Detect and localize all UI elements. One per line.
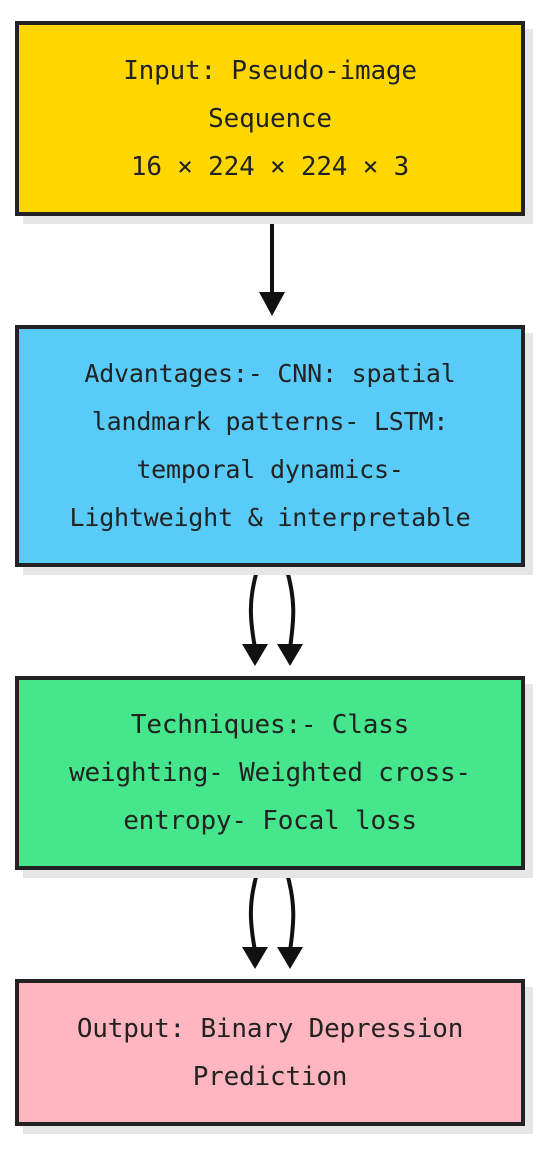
techniques-node-line: weighting- Weighted cross- <box>69 758 471 788</box>
techniques-node: Techniques:- Class weighting- Weighted c… <box>15 676 525 870</box>
edge-techniques-to-output-left <box>248 869 260 952</box>
input-node-line: Input: Pseudo-image <box>123 55 417 86</box>
advantages-node-text: Advantages:- CNN: spatial landmark patte… <box>19 350 521 542</box>
advantages-node-line: temporal dynamics- <box>136 455 404 484</box>
output-node-text: Output: Binary Depression Prediction <box>19 1005 521 1101</box>
edge-advantages-to-techniques-left <box>248 566 260 649</box>
arrowhead-techniques-to-output-right <box>277 947 303 969</box>
arrowhead-advantages-to-techniques-left <box>242 644 268 666</box>
advantages-node: Advantages:- CNN: spatial landmark patte… <box>15 325 525 567</box>
arrowhead-techniques-to-output-left <box>242 947 268 969</box>
advantages-node-line: landmark patterns- LSTM: <box>91 407 449 436</box>
techniques-node-line: Techniques:- Class <box>130 710 410 740</box>
arrowhead-advantages-to-techniques-right <box>277 644 303 666</box>
output-node-line: Prediction <box>192 1061 348 1092</box>
input-node-line: Sequence <box>208 103 332 134</box>
advantages-node-line: Advantages:- CNN: spatial <box>84 359 456 388</box>
output-node: Output: Binary Depression Prediction <box>15 979 525 1126</box>
techniques-node-text: Techniques:- Class weighting- Weighted c… <box>19 701 521 845</box>
advantages-node-line: Lightweight & interpretable <box>69 503 471 532</box>
arrowhead-input-to-advantages <box>259 292 285 316</box>
input-node-line: 16 × 224 × 224 × 3 <box>130 151 410 182</box>
output-node-line: Output: Binary Depression <box>76 1013 464 1044</box>
edge-advantages-to-techniques-right <box>284 566 296 649</box>
techniques-node-line: entropy- Focal loss <box>123 806 417 836</box>
edge-techniques-to-output-right <box>284 869 296 952</box>
input-node: Input: Pseudo-image Sequence 16 × 224 × … <box>15 21 525 216</box>
input-node-text: Input: Pseudo-image Sequence 16 × 224 × … <box>19 47 521 191</box>
